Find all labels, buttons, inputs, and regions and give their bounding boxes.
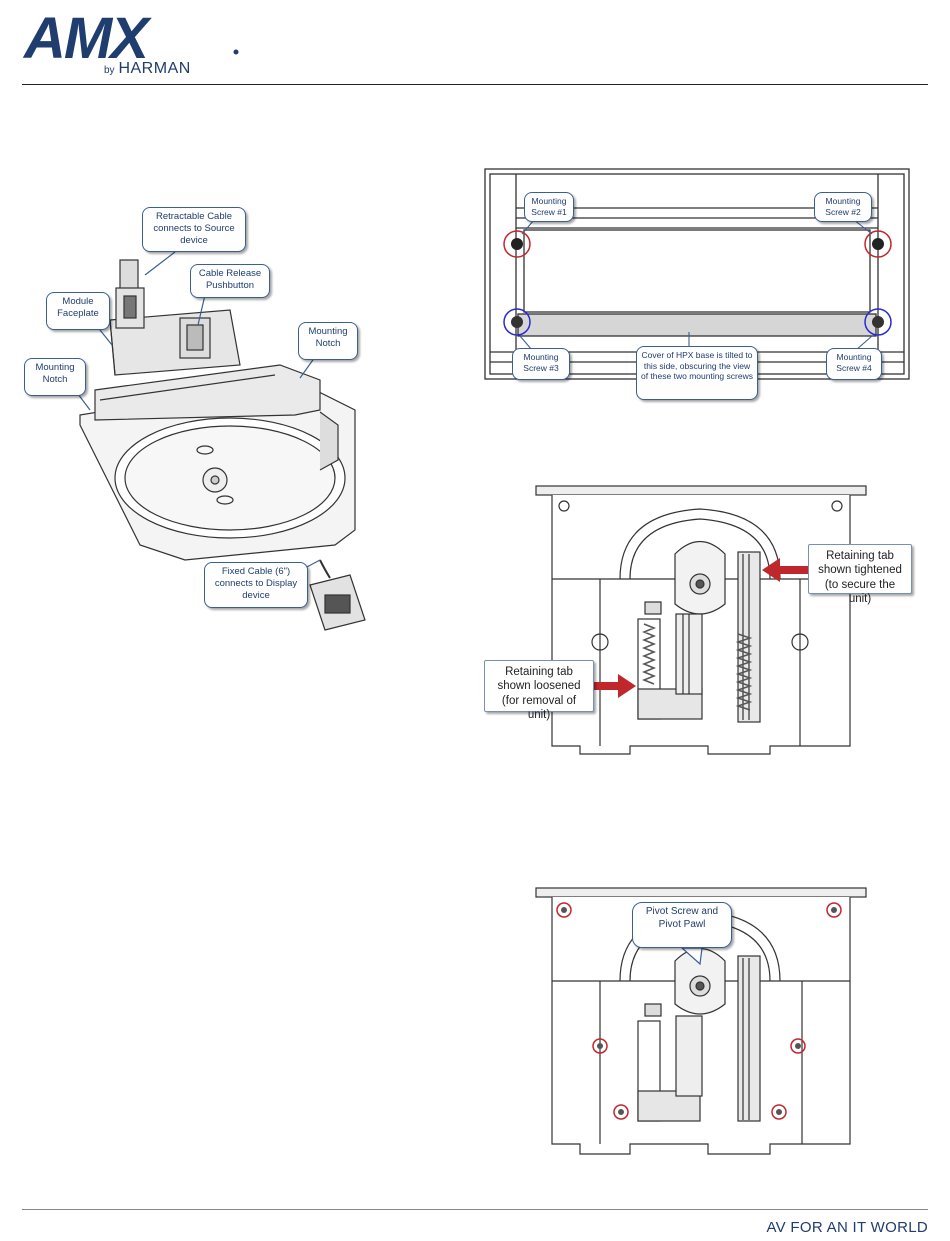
amx-logo-text: AMX: [22, 6, 152, 71]
callout-mounting-notch-left: Mounting Notch: [24, 358, 86, 396]
callout-tab-loosened: Retaining tab shown loosened (for remova…: [484, 660, 594, 721]
footer-tagline: AV FOR AN IT WORLD: [766, 1219, 928, 1236]
callout-tab-tightened: Retaining tab shown tightened (to secure…: [808, 544, 912, 605]
callout-mounting-screw-2: Mounting Screw #2: [814, 192, 872, 222]
callout-module-faceplate: Module Faceplate: [46, 292, 110, 330]
figure-module-cables: Retractable Cable connects to Source dev…: [20, 200, 380, 640]
callout-cable-release: Cable Release Pushbutton: [190, 264, 270, 298]
retaining-tab-illustration: [535, 485, 867, 755]
callout-mounting-screw-3: Mounting Screw #3: [512, 348, 570, 380]
figure-retaining-tabs: Retaining tab shown tightened (to secure…: [480, 484, 920, 759]
by-harman: by HARMAN: [104, 60, 191, 78]
callout-mounting-notch-right: Mounting Notch: [298, 322, 358, 360]
pivot-screw-illustration: [535, 887, 867, 1155]
callout-fixed-cable: Fixed Cable (6") connects to Display dev…: [204, 562, 308, 608]
harman-label: HARMAN: [118, 60, 191, 77]
figure-pivot-screw: Pivot Screw and Pivot Pawl: [532, 886, 872, 1161]
callout-hpx-cover: Cover of HPX base is tilted to this side…: [636, 346, 758, 400]
figure-mounting-screws: Mounting Screw #1 Mounting Screw #2 Moun…: [484, 168, 910, 403]
header-divider: [22, 84, 928, 85]
callout-pivot-screw: Pivot Screw and Pivot Pawl: [632, 902, 732, 948]
footer-divider: [22, 1209, 928, 1210]
callout-mounting-screw-4: Mounting Screw #4: [826, 348, 882, 380]
amx-logo: AMX: [22, 6, 239, 71]
callout-mounting-screw-1: Mounting Screw #1: [524, 192, 574, 222]
callout-retractable-cable: Retractable Cable connects to Source dev…: [142, 207, 246, 252]
module-illustration: [74, 251, 366, 631]
by-label: by: [104, 65, 115, 76]
